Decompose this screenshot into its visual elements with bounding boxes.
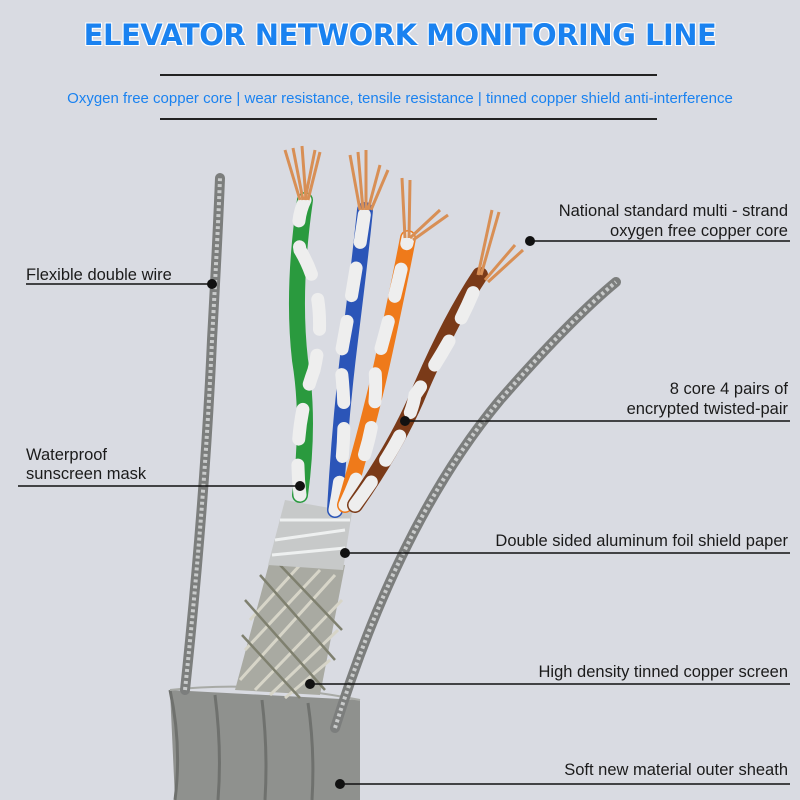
twisted-pair-blue <box>327 202 373 518</box>
label-copper-screen: High density tinned copper screen <box>538 663 788 681</box>
copper-strand-tips <box>283 145 525 284</box>
label-flexible-double-wire: Flexible double wire <box>26 266 172 284</box>
label-waterproof-line1: Waterproof <box>26 446 108 464</box>
twisted-pair-orange <box>337 230 416 513</box>
flexible-steel-wire-left <box>180 173 225 695</box>
page-subtitle: Oxygen free copper core | wear resistanc… <box>67 90 733 107</box>
label-copper-core-line2: oxygen free copper core <box>610 222 788 240</box>
title-underline-rule <box>160 74 657 76</box>
label-twisted-pair-line2: encrypted twisted-pair <box>626 400 788 418</box>
label-outer-sheath: Soft new material outer sheath <box>564 761 788 779</box>
twisted-pair-green <box>288 192 327 503</box>
label-copper-core-line1: National standard multi - strand <box>558 202 788 220</box>
label-waterproof-line2: sunscreen mask <box>26 465 147 483</box>
twisted-pair-brown <box>347 267 488 513</box>
label-foil-shield: Double sided aluminum foil shield paper <box>495 532 788 550</box>
leader-lines <box>18 240 790 785</box>
subtitle-underline-rule <box>160 118 657 120</box>
flexible-steel-wire-right <box>330 277 621 733</box>
leader-dots <box>207 236 535 789</box>
outer-sheath <box>168 685 361 800</box>
page-title: ELEVATOR NETWORK MONITORING LINE <box>83 18 717 52</box>
label-twisted-pair-line1: 8 core 4 pairs of <box>669 380 788 398</box>
aluminum-foil-shield <box>268 500 352 570</box>
tinned-copper-screen <box>235 560 345 700</box>
